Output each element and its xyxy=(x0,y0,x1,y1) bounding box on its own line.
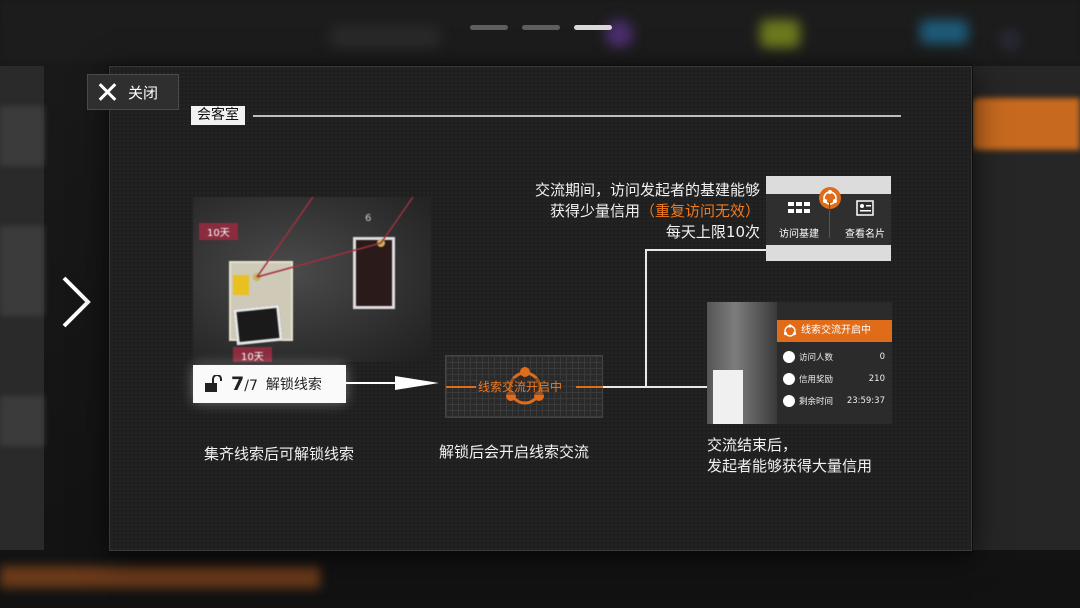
clue-thread xyxy=(256,197,414,278)
view-card-label: 查看名片 xyxy=(845,229,885,240)
background-blob xyxy=(330,26,440,48)
caption-step1: 集齐线索后可解锁线索 xyxy=(204,445,355,463)
visit-desc-line3: 每天上限10次 xyxy=(665,223,760,241)
background-left-panel xyxy=(0,66,44,550)
visit-desc-line1: 交流期间，访问发起者的基建能够 xyxy=(534,181,760,199)
info-row-value: 23:59:37 xyxy=(846,396,885,406)
exchange-line xyxy=(576,386,604,388)
close-label: 关闭 xyxy=(128,83,159,102)
section-divider xyxy=(253,115,901,117)
exchange-network-icon xyxy=(819,187,841,209)
connector-line xyxy=(645,249,647,387)
exchange-title: 线索交流开启中 xyxy=(478,378,563,395)
close-icon xyxy=(96,81,118,103)
clue-board-tag: 6 xyxy=(365,213,372,224)
background-orange-button xyxy=(972,98,1080,150)
exchange-network-icon xyxy=(506,367,544,405)
visit-desc-line2: 获得少量信用（重复访问无效） xyxy=(549,202,760,220)
visit-panel-divider xyxy=(829,202,830,238)
exchange-info-panel: 线索交流开启中 访问人数 0 信用奖励 210 剩余时间 23:59:37 xyxy=(707,302,892,424)
clue-number-badge xyxy=(233,275,249,295)
flow-arrow-head xyxy=(395,376,439,390)
unlock-icon xyxy=(205,375,222,392)
close-button[interactable]: 关闭 xyxy=(87,74,179,110)
background-blob xyxy=(1000,30,1020,50)
visit-panel-image: 访问基建 查看名片 xyxy=(766,176,891,261)
clue-count: 7/7 xyxy=(231,373,258,395)
visit-base-button[interactable]: 访问基建 xyxy=(770,200,828,240)
page-dot-1[interactable] xyxy=(470,25,508,30)
background-bottom-bar xyxy=(0,566,320,588)
info-row-credit: 信用奖励 210 xyxy=(781,370,889,388)
credit-icon xyxy=(783,373,795,385)
clue-board-image: 10天 10天 6 xyxy=(193,197,431,362)
background-top-bar xyxy=(0,0,1080,62)
background-blob xyxy=(605,20,633,48)
visit-base-label: 访问基建 xyxy=(779,229,819,240)
caption-step3-line1: 交流结束后， xyxy=(707,436,798,454)
page-dot-2[interactable] xyxy=(522,25,560,30)
connector-line xyxy=(645,249,766,251)
page-dot-3[interactable] xyxy=(574,25,612,30)
background-blob xyxy=(760,20,800,48)
flow-arrow xyxy=(346,382,406,384)
info-row-label: 访问人数 xyxy=(799,353,834,363)
unlock-clue-strip: 7/7 解锁线索 xyxy=(193,365,346,403)
view-card-button[interactable]: 查看名片 xyxy=(836,200,891,240)
caption-step2: 解锁后会开启线索交流 xyxy=(439,443,590,461)
info-panel-title: 线索交流开启中 xyxy=(801,325,871,336)
exchange-network-icon xyxy=(783,324,797,337)
visit-description: 交流期间，访问发起者的基建能够 获得少量信用（重复访问无效） 每天上限10次 xyxy=(470,180,760,243)
background-block xyxy=(0,396,44,446)
unlock-clue-label: 解锁线索 xyxy=(265,377,322,393)
background-block xyxy=(0,106,44,166)
section-title: 会客室 xyxy=(191,106,245,125)
info-row-value: 0 xyxy=(879,352,885,362)
info-row-label: 剩余时间 xyxy=(799,397,834,407)
clue-exchange-panel: 线索交流开启中 xyxy=(445,355,604,418)
clue-board-tag: 10天 xyxy=(233,347,272,362)
page-indicator xyxy=(470,25,612,30)
info-panel-header: 线索交流开启中 xyxy=(777,320,892,342)
connector-line xyxy=(603,386,708,388)
base-icon xyxy=(788,202,810,213)
id-card-icon xyxy=(856,200,874,216)
exchange-line xyxy=(446,386,476,388)
clock-icon xyxy=(783,395,795,407)
scene-light xyxy=(713,370,743,424)
background-blob xyxy=(920,20,968,44)
chevron-left-icon[interactable] xyxy=(58,270,98,334)
info-row-visitors: 访问人数 0 xyxy=(781,348,889,366)
info-panel-scene xyxy=(707,302,777,424)
caption-step3-line2: 发起者能够获得大量信用 xyxy=(707,457,873,475)
info-row-value: 210 xyxy=(868,374,885,384)
visitors-icon xyxy=(783,351,795,363)
clue-board-tag: 10天 xyxy=(199,223,238,240)
modal-shadow xyxy=(109,551,972,557)
background-block xyxy=(0,226,44,316)
info-row-time: 剩余时间 23:59:37 xyxy=(781,392,889,410)
info-row-label: 信用奖励 xyxy=(799,375,834,385)
caption-step3: 交流结束后， 发起者能够获得大量信用 xyxy=(707,435,872,477)
